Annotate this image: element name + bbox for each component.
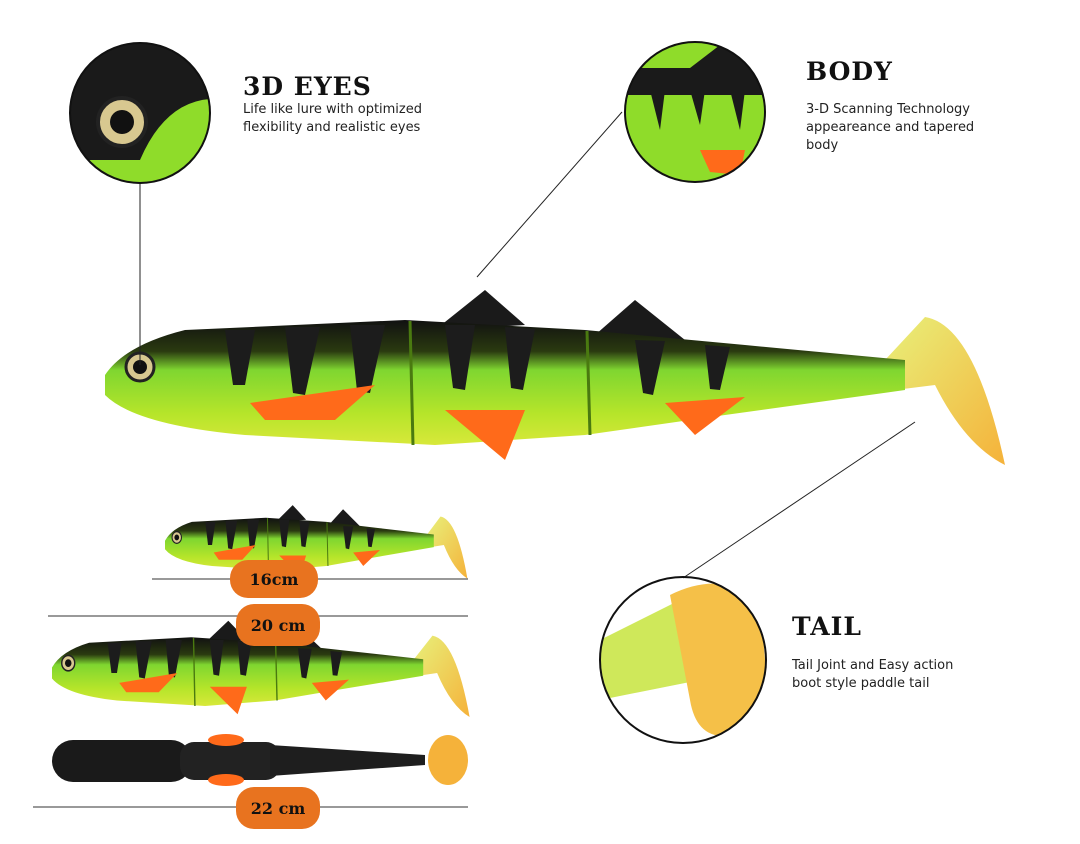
eyes-description-line: flexibility and realistic eyes: [243, 120, 421, 135]
tail-description-line: Tail Joint and Easy action: [792, 658, 954, 673]
eyes-description: Life like lure with optimized flexibilit…: [243, 101, 422, 137]
size-badge-16cm: 16cm: [230, 560, 318, 598]
main-lure-image: [103, 288, 1007, 467]
eyes-detail-circle: [69, 42, 211, 184]
tail-heading: TAIL: [792, 612, 862, 641]
body-description-line: body: [806, 138, 839, 153]
size-badge-22cm: 22 cm: [236, 787, 320, 829]
lure-16cm-image: [164, 504, 469, 580]
tail-detail-circle: [599, 576, 767, 744]
size-badge-20cm: 20 cm: [236, 604, 320, 646]
tail-description-line: boot style paddle tail: [792, 676, 930, 691]
body-description: 3-D Scanning Technology appeareance and …: [806, 101, 974, 155]
body-heading: BODY: [806, 57, 893, 86]
tail-description: Tail Joint and Easy action boot style pa…: [792, 657, 953, 693]
body-detail-circle: [624, 41, 766, 183]
eyes-description-line: Life like lure with optimized: [243, 102, 422, 117]
lure-22cm-top-view-image: [52, 734, 468, 786]
eyes-heading: 3D EYES: [243, 72, 372, 101]
body-description-line: 3-D Scanning Technology: [806, 102, 971, 117]
body-description-line: appeareance and tapered: [806, 120, 975, 135]
